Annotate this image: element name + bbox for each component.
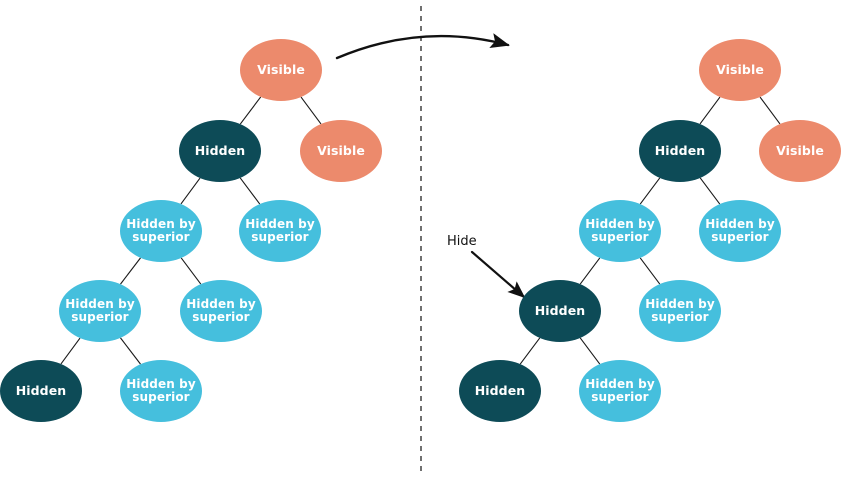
tree-node-label: Hidden [534,303,586,318]
tree-node-label: Hidden [15,383,67,398]
tree-node-hidden[interactable]: Hidden [459,360,541,422]
tree-node-label: Visible [776,143,824,158]
tree-node-hidden[interactable]: Hidden [519,280,601,342]
tree-node-visible[interactable]: Visible [300,120,382,182]
tree-edge [120,257,141,285]
hide-pointer-arrow-icon [470,250,526,299]
tree-edge [120,337,141,365]
tree-node-visible[interactable]: Visible [699,39,781,101]
tree-edge [579,337,601,365]
tree-node-hidden[interactable]: Hidden [179,120,261,182]
tree-edge [180,257,202,285]
tree-edge [180,177,201,205]
tree-edge [239,96,262,125]
tree-edge [639,257,661,285]
tree-edge [300,96,322,125]
tree-edge [639,177,661,205]
tree-node-visible[interactable]: Visible [240,39,322,101]
tree-edge [519,337,541,365]
tree-node-hidden[interactable]: Hidden [639,120,721,182]
tree-edge [759,96,781,125]
transform-curved-arrow-icon [335,33,510,60]
tree-edge [699,96,721,125]
tree-edge [579,257,601,285]
tree-node-label: Visible [257,62,305,77]
hide-annotation-label: Hide [447,234,477,249]
tree-edge [699,177,721,205]
tree-node-label: Hidden [194,143,246,158]
tree-node-visible[interactable]: Visible [759,120,841,182]
tree-edge [60,337,81,365]
tree-node-label: Visible [716,62,764,77]
tree-node-label: Hidden [474,383,526,398]
tree-node-label: Visible [317,143,365,158]
tree-edge [239,177,261,205]
tree-node-label: Hidden [654,143,706,158]
tree-node-hidden[interactable]: Hidden [0,360,82,422]
